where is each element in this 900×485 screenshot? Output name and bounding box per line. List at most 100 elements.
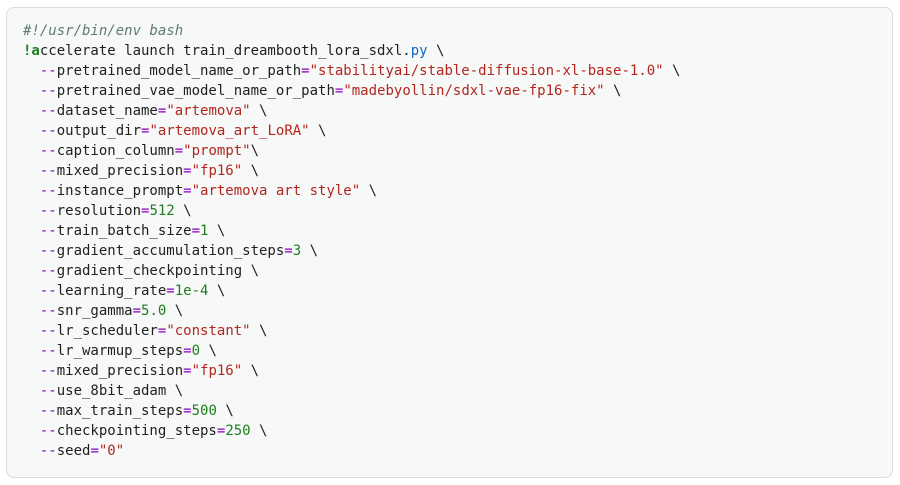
flag-prefix: -- — [39, 243, 57, 259]
flag-prefix: -- — [39, 143, 57, 159]
argument-line: --gradient_checkpointing \ — [23, 261, 892, 281]
shebang-comment: #!/usr/bin/env bash — [23, 23, 184, 39]
argument-line: --pretrained_vae_model_name_or_path="mad… — [23, 81, 892, 101]
line-continuation: \ — [208, 283, 226, 299]
indent — [23, 323, 40, 339]
argument-line: --lr_scheduler="constant" \ — [23, 321, 892, 341]
indent — [23, 443, 40, 459]
flag-name: snr_gamma — [56, 303, 133, 319]
flag-name: pretrained_model_name_or_path — [56, 63, 302, 79]
assign-operator: = — [183, 163, 192, 179]
assign-operator: = — [90, 443, 99, 459]
string-value: "artemova" — [166, 103, 251, 119]
flag-name: mixed_precision — [56, 363, 184, 379]
string-value: "0" — [98, 443, 125, 459]
argument-line: --instance_prompt="artemova art style" \ — [23, 181, 892, 201]
flag-name: instance_prompt — [56, 183, 184, 199]
line-continuation: \ — [208, 223, 226, 239]
flag-name: lr_scheduler — [56, 323, 158, 339]
assign-operator: = — [334, 83, 344, 99]
line-continuation: \ — [242, 163, 260, 179]
flag-prefix: -- — [39, 363, 57, 379]
line-continuation: \ — [166, 383, 184, 399]
string-value: "fp16" — [191, 163, 243, 179]
flag-prefix: -- — [39, 383, 57, 399]
flag-name: output_dir — [56, 123, 142, 139]
flag-name: checkpointing_steps — [56, 423, 217, 439]
argument-line: --dataset_name="artemova" \ — [23, 101, 892, 121]
string-value: "artemova art style" — [191, 183, 361, 199]
flag-name: lr_warmup_steps — [56, 343, 184, 359]
line-continuation: \ — [242, 363, 260, 379]
number-value: 500 — [191, 403, 217, 419]
flag-prefix: -- — [39, 103, 57, 119]
argument-line: --caption_column="prompt"\ — [23, 141, 892, 161]
indent — [23, 203, 40, 219]
flag-name: gradient_checkpointing — [56, 263, 243, 279]
argument-line: --resolution=512 \ — [23, 201, 892, 221]
flag-prefix: -- — [39, 263, 57, 279]
string-value: "prompt" — [183, 143, 251, 159]
argument-line: --pretrained_model_name_or_path="stabili… — [23, 61, 892, 81]
string-value: "stabilityai/stable-diffusion-xl-base-1.… — [309, 63, 664, 79]
assign-operator: = — [157, 323, 167, 339]
indent — [23, 403, 40, 419]
assign-operator: = — [174, 143, 184, 159]
argument-line: --seed="0" — [23, 441, 892, 461]
flag-prefix: -- — [39, 63, 57, 79]
line-continuation: \ — [663, 63, 681, 79]
indent — [23, 243, 40, 259]
code-block[interactable]: #!/usr/bin/env bash !accelerate launch t… — [6, 7, 893, 478]
line-continuation: \ — [309, 123, 327, 139]
assign-operator: = — [141, 203, 150, 219]
line-continuation: \ — [250, 143, 260, 159]
argument-line: --max_train_steps=500 \ — [23, 401, 892, 421]
indent — [23, 63, 40, 79]
line-continuation: \ — [250, 423, 268, 439]
flag-name: mixed_precision — [56, 163, 184, 179]
command-line: !accelerate launch train_dreambooth_lora… — [23, 41, 892, 61]
line-continuation: \ — [200, 343, 217, 359]
line-continuation: \ — [604, 83, 622, 99]
assign-operator: = — [183, 363, 192, 379]
indent — [23, 343, 40, 359]
indent — [23, 423, 40, 439]
flag-name: learning_rate — [56, 283, 167, 299]
flag-prefix: -- — [39, 183, 57, 199]
line-continuation: \ — [360, 183, 378, 199]
flag-prefix: -- — [39, 423, 57, 439]
indent — [23, 363, 40, 379]
number-value: 1e-4 — [174, 283, 209, 299]
command-text: ccelerate launch train_dreambooth_lora_s… — [39, 43, 411, 59]
flag-name: seed — [56, 443, 91, 459]
flag-name: pretrained_vae_model_name_or_path — [56, 83, 335, 99]
flag-prefix: -- — [39, 323, 57, 339]
flag-prefix: -- — [39, 283, 57, 299]
number-value: 3 — [292, 243, 302, 259]
line-continuation: \ — [301, 243, 319, 259]
flag-prefix: -- — [39, 403, 57, 419]
command-extension: py — [410, 43, 428, 59]
indent — [23, 143, 40, 159]
line-continuation: \ — [250, 323, 268, 339]
line-continuation: \ — [174, 203, 192, 219]
number-value: 512 — [149, 203, 175, 219]
assign-operator: = — [166, 283, 175, 299]
assign-operator: = — [183, 343, 192, 359]
flag-name: resolution — [56, 203, 142, 219]
argument-line: --mixed_precision="fp16" \ — [23, 361, 892, 381]
indent — [23, 163, 40, 179]
assign-operator: = — [183, 183, 192, 199]
assign-operator: = — [301, 63, 310, 79]
indent — [23, 103, 40, 119]
flag-prefix: -- — [39, 443, 57, 459]
argument-line: --checkpointing_steps=250 \ — [23, 421, 892, 441]
string-value: "artemova_art_LoRA" — [149, 123, 310, 139]
assign-operator: = — [216, 423, 226, 439]
assign-operator: = — [132, 303, 142, 319]
assign-operator: = — [157, 103, 167, 119]
argument-line: --gradient_accumulation_steps=3 \ — [23, 241, 892, 261]
flag-name: dataset_name — [56, 103, 158, 119]
arguments-list: --pretrained_model_name_or_path="stabili… — [23, 61, 892, 461]
command-bang: !a — [23, 43, 40, 59]
